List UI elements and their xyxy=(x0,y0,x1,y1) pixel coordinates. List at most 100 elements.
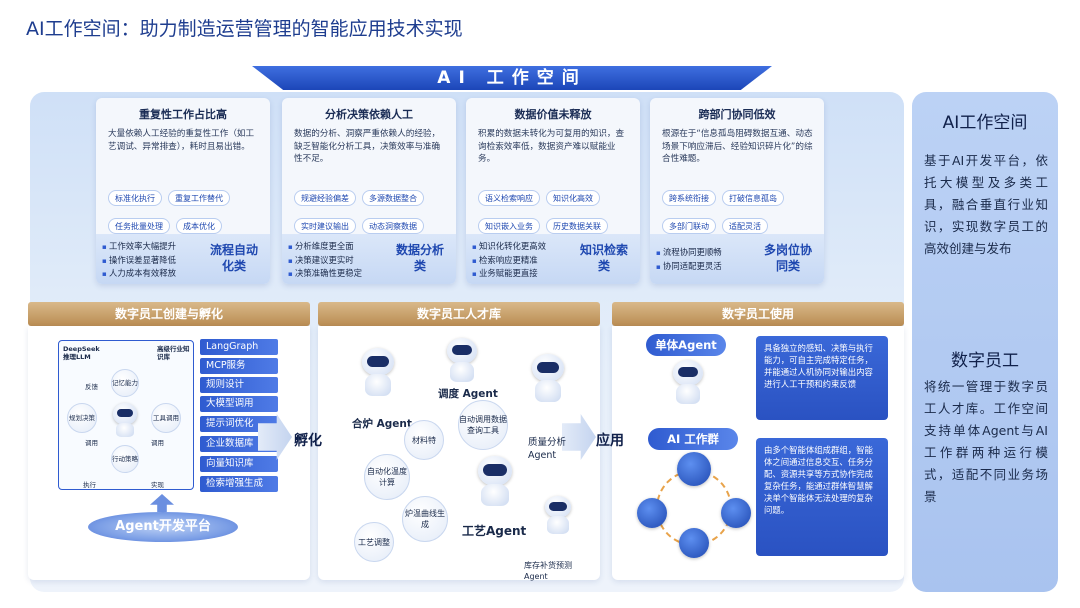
sidebar-title-digital-staff: 数字员工 xyxy=(951,351,1019,371)
card-benefits: 工作效率大幅提升 操作误差显著降低 人力成本有效释放 流程自动化类 xyxy=(96,234,270,284)
menu-llm-call: 大模型调用 xyxy=(200,396,278,412)
tag: 知识化高效 xyxy=(546,190,600,206)
pain-card-collaboration: 跨部门协同低效 根源在于“信息孤岛阻碍数据互通、动态场景下响应滞后、经验知识碎片… xyxy=(650,98,824,284)
card-tags: 语义检索响应 知识化高效 知识嵌入业务 历史数据关联 xyxy=(466,184,640,240)
tag: 实时建议输出 xyxy=(294,217,356,234)
tag: 成本优化 xyxy=(176,217,222,234)
tag: 重复工作替代 xyxy=(168,190,230,206)
ai-swarm-desc: 由多个智能体组成群组，智能体之间通过信息交互、任务分配、资源共享等方式协作完成复… xyxy=(756,438,888,556)
menu-rules: 规则设计 xyxy=(200,377,278,393)
tag: 多部门联动 xyxy=(662,217,716,234)
category-label: 多岗位协同类 xyxy=(763,243,812,273)
section-header-pool: 数字员工人才库 xyxy=(318,302,600,326)
bubble-temp-calc: 自动化温度计算 xyxy=(364,454,410,500)
tag: 知识嵌入业务 xyxy=(478,217,540,234)
card-title: 重复性工作占比高 xyxy=(139,108,227,121)
tag: 适配灵活 xyxy=(722,217,768,234)
llm-architecture-diagram: DeepSeek 推理LLM 高级行业知识库 记忆能力 工具调用 行动策略 规划… xyxy=(58,340,194,490)
tag: 历史数据关联 xyxy=(546,217,608,234)
card-benefits: 知识化转化更高效 检索响应更精准 业务赋能更直接 知识检索类 xyxy=(466,234,640,284)
pain-card-repetitive: 重复性工作占比高 大量依赖人工经验的重复性工作（如工艺调试、异常排查），耗时且易… xyxy=(96,98,270,284)
edge-implement: 实现 xyxy=(151,481,164,489)
menu-langgraph: LangGraph xyxy=(200,339,278,355)
card-desc: 根源在于“信息孤岛阻碍数据互通、动态场景下响应滞后、经验知识碎片化”的综合性难题… xyxy=(662,129,813,164)
edge-call-right: 调用 xyxy=(151,439,164,447)
robot-icon xyxy=(720,498,752,530)
card-benefits: 分析维度更全面 决策建议更实时 决策准确性更稳定 数据分析类 xyxy=(282,234,456,284)
menu-mcp: MCP服务 xyxy=(200,358,278,374)
tag: 语义检索响应 xyxy=(478,190,540,206)
tag: 打破信息孤岛 xyxy=(722,190,784,206)
agent-platform: Agent开发平台 xyxy=(88,512,238,542)
benefit-item: 流程协同更顺畅 xyxy=(656,246,722,260)
tag: 规避经验偏差 xyxy=(294,190,356,206)
benefit-item: 决策准确性更稳定 xyxy=(288,267,362,281)
node-action: 行动策略 xyxy=(111,445,139,473)
robot-icon xyxy=(678,528,710,560)
robot-icon xyxy=(636,498,668,530)
card-tags: 标准化执行 重复工作替代 任务批量处理 成本优化 xyxy=(96,184,270,240)
tag: 跨系统衔接 xyxy=(662,190,716,206)
tag: 动态洞察数据 xyxy=(362,217,424,234)
card-tags: 跨系统衔接 打破信息孤岛 多部门联动 适配灵活 xyxy=(650,184,824,240)
tag: 任务批量处理 xyxy=(108,217,170,234)
ai-swarm-title: AI 工作群 xyxy=(648,428,738,450)
benefit-item: 分析维度更全面 xyxy=(288,240,362,254)
category-label: 数据分析类 xyxy=(395,243,444,273)
benefit-item: 人力成本有效释放 xyxy=(102,267,176,281)
menu-rag: 检索增强生成 xyxy=(200,476,278,492)
pain-card-data-value: 数据价值未释放 积累的数据未转化为可复用的知识，查询检索效率低，数据资产难以赋能… xyxy=(466,98,640,284)
robot-icon xyxy=(442,338,482,382)
agent-furnace-label: 合炉 Agent xyxy=(352,418,412,430)
single-agent-title: 单体Agent xyxy=(646,334,726,356)
sidebar-text-digital-staff: 将统一管理于数字员工人才库。工作空间支持单体Agent与AI工作群两种运行模式，… xyxy=(924,379,1048,504)
benefit-item: 业务赋能更直接 xyxy=(472,267,546,281)
agent-process-label: 工艺Agent xyxy=(462,524,527,538)
single-agent-desc: 具备独立的感知、决策与执行能力，可自主完成特定任务，并能通过人机协同对输出内容进… xyxy=(756,336,888,420)
knowledge-label: 高级行业知识库 xyxy=(157,345,190,361)
incubate-label: 孵化 xyxy=(294,433,322,449)
benefit-item: 决策建议更实时 xyxy=(288,254,362,268)
bubble-material: 材料特 xyxy=(404,420,444,460)
robot-icon xyxy=(668,360,708,404)
menu-vector-kb: 向量知识库 xyxy=(200,456,278,472)
card-benefits: 流程协同更顺畅 协同适配更灵活 多岗位协同类 xyxy=(650,234,824,284)
bubble-furnace-curve: 炉温曲线生成 xyxy=(402,496,448,542)
banner-title: AI 工作空间 xyxy=(252,66,772,90)
bubble-query-tool: 自动调用数据查询工具 xyxy=(458,400,508,450)
card-desc: 大量依赖人工经验的重复性工作（如工艺调试、异常排查），耗时且易出错。 xyxy=(108,129,255,152)
benefit-item: 工作效率大幅提升 xyxy=(102,240,176,254)
card-desc: 积累的数据未转化为可复用的知识，查询检索效率低，数据资产难以赋能业务。 xyxy=(478,129,625,164)
card-desc: 数据的分析、洞察严重依赖人的经验，缺乏智能化分析工具，决策效率与准确性不足。 xyxy=(294,129,441,164)
edge-feedback: 反馈 xyxy=(85,383,98,391)
edge-execute: 执行 xyxy=(83,481,96,489)
sidebar-panel: AI工作空间 基于AI开发平台，依托大模型及多类工具，融合垂直行业知识，实现数字… xyxy=(912,92,1058,592)
category-label: 流程自动化类 xyxy=(209,243,258,273)
robot-icon xyxy=(540,496,576,536)
agent-quality-label: 质量分析 Agent xyxy=(528,437,567,461)
benefit-item: 操作误差显著降低 xyxy=(102,254,176,268)
node-planning: 规划决策 xyxy=(67,403,97,433)
card-tags: 规避经验偏差 多源数据整合 实时建议输出 动态洞察数据 xyxy=(282,184,456,240)
section-header-use: 数字员工使用 xyxy=(612,302,904,326)
node-memory: 记忆能力 xyxy=(111,369,139,397)
agent-scheduling-label: 调度 Agent xyxy=(438,388,498,400)
robot-icon xyxy=(356,348,400,396)
category-label: 知识检索类 xyxy=(579,243,628,273)
node-tool-call: 工具调用 xyxy=(151,403,181,433)
robot-icon xyxy=(109,403,141,437)
robot-icon xyxy=(526,354,570,402)
llm-label: DeepSeek 推理LLM xyxy=(63,345,100,361)
robot-icon xyxy=(472,456,518,506)
benefit-item: 协同适配更灵活 xyxy=(656,260,722,274)
agent-inventory-label: 库存补货预测 Agent xyxy=(524,561,572,581)
benefit-item: 检索响应更精准 xyxy=(472,254,546,268)
tag: 标准化执行 xyxy=(108,190,162,206)
robot-icon xyxy=(676,452,712,488)
card-title: 分析决策依赖人工 xyxy=(325,108,413,121)
tag: 多源数据整合 xyxy=(362,190,424,206)
page-title: AI工作空间：助力制造运营管理的智能应用技术实现 xyxy=(26,18,463,40)
card-title: 跨部门协同低效 xyxy=(698,108,776,121)
pain-card-analysis: 分析决策依赖人工 数据的分析、洞察严重依赖人的经验，缺乏智能化分析工具，决策效率… xyxy=(282,98,456,284)
